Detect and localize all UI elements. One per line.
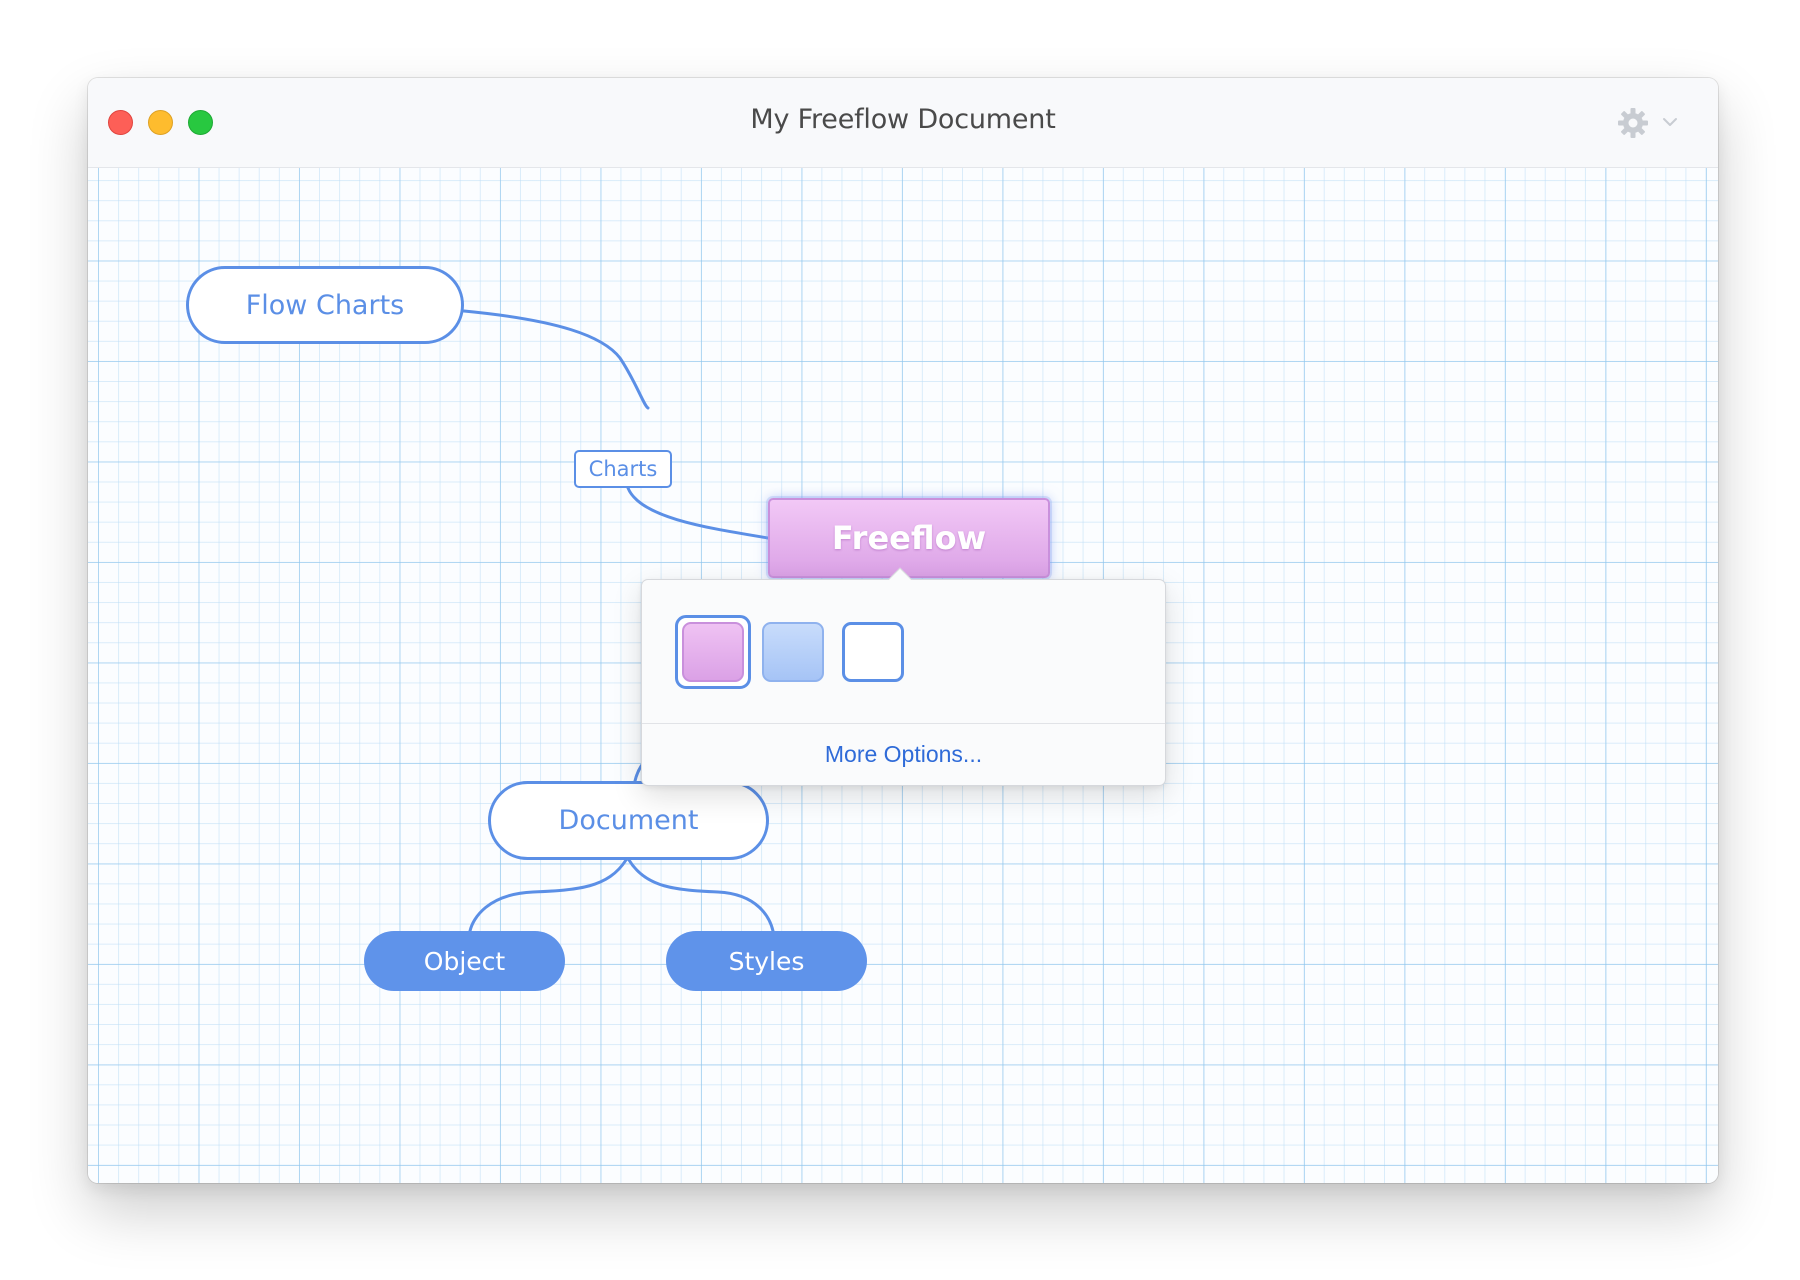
minimize-button[interactable] — [148, 110, 173, 135]
connector-document-styles — [627, 858, 775, 933]
connector-charts-freeflow — [626, 486, 770, 540]
popover-divider — [642, 723, 1165, 724]
edge-label-charts[interactable]: Charts — [574, 450, 672, 488]
node-flow-charts[interactable]: Flow Charts — [186, 266, 464, 344]
swatch-white[interactable] — [842, 622, 904, 682]
node-styles[interactable]: Styles — [666, 931, 867, 991]
diagram-canvas[interactable]: Flow Charts Charts Freeflow Document Obj… — [88, 168, 1718, 1183]
app-window: My Freeflow Document — [88, 78, 1718, 1183]
node-document[interactable]: Document — [488, 781, 769, 860]
popover-arrow — [885, 566, 913, 580]
node-freeflow[interactable]: Freeflow — [768, 498, 1050, 578]
close-button[interactable] — [108, 110, 133, 135]
node-object[interactable]: Object — [364, 931, 565, 991]
swatch-blue[interactable] — [762, 622, 824, 682]
maximize-button[interactable] — [188, 110, 213, 135]
swatch-pink[interactable] — [682, 622, 744, 682]
chevron-down-icon[interactable] — [1660, 112, 1680, 132]
window-title: My Freeflow Document — [750, 104, 1056, 135]
more-options-button[interactable]: More Options... — [824, 741, 983, 767]
connector-document-object — [468, 858, 628, 933]
gear-icon[interactable] — [1616, 106, 1650, 140]
connector-flowcharts-freeflow — [462, 309, 650, 410]
style-popover: More Options... — [641, 579, 1166, 786]
title-bar: My Freeflow Document — [88, 78, 1718, 168]
